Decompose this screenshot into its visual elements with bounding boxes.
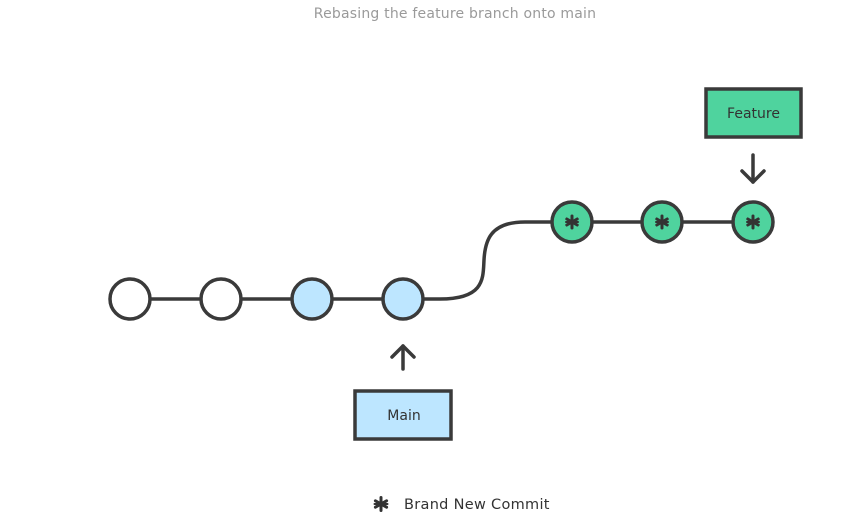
diagram-caption: Rebasing the feature branch onto main xyxy=(313,6,597,22)
main-line-commits xyxy=(108,277,425,321)
main-branch-label-text: Main xyxy=(387,408,420,424)
arrow-down-icon xyxy=(740,153,766,184)
asterisk-icon xyxy=(746,214,760,230)
asterisk-icon xyxy=(373,496,389,512)
commit-node-main xyxy=(290,277,334,321)
legend: Brand New Commit xyxy=(373,496,550,513)
commit-node-feature-new xyxy=(731,200,775,244)
asterisk-icon xyxy=(655,214,669,230)
commit-node xyxy=(108,277,152,321)
main-branch-label: Main xyxy=(353,389,453,441)
commit-history-lines xyxy=(150,220,733,301)
commit-node-main xyxy=(381,277,425,321)
feature-branch-label-text: Feature xyxy=(727,106,780,122)
commit-node-feature-new xyxy=(640,200,684,244)
feature-line-commits xyxy=(550,200,775,244)
asterisk-icon xyxy=(565,214,579,230)
feature-branch-label: Feature xyxy=(704,87,803,139)
commit-node xyxy=(199,277,243,321)
commit-node-feature-new xyxy=(550,200,594,244)
arrow-up-icon xyxy=(390,344,416,371)
legend-label: Brand New Commit xyxy=(404,497,550,513)
rebase-curve xyxy=(424,220,551,301)
